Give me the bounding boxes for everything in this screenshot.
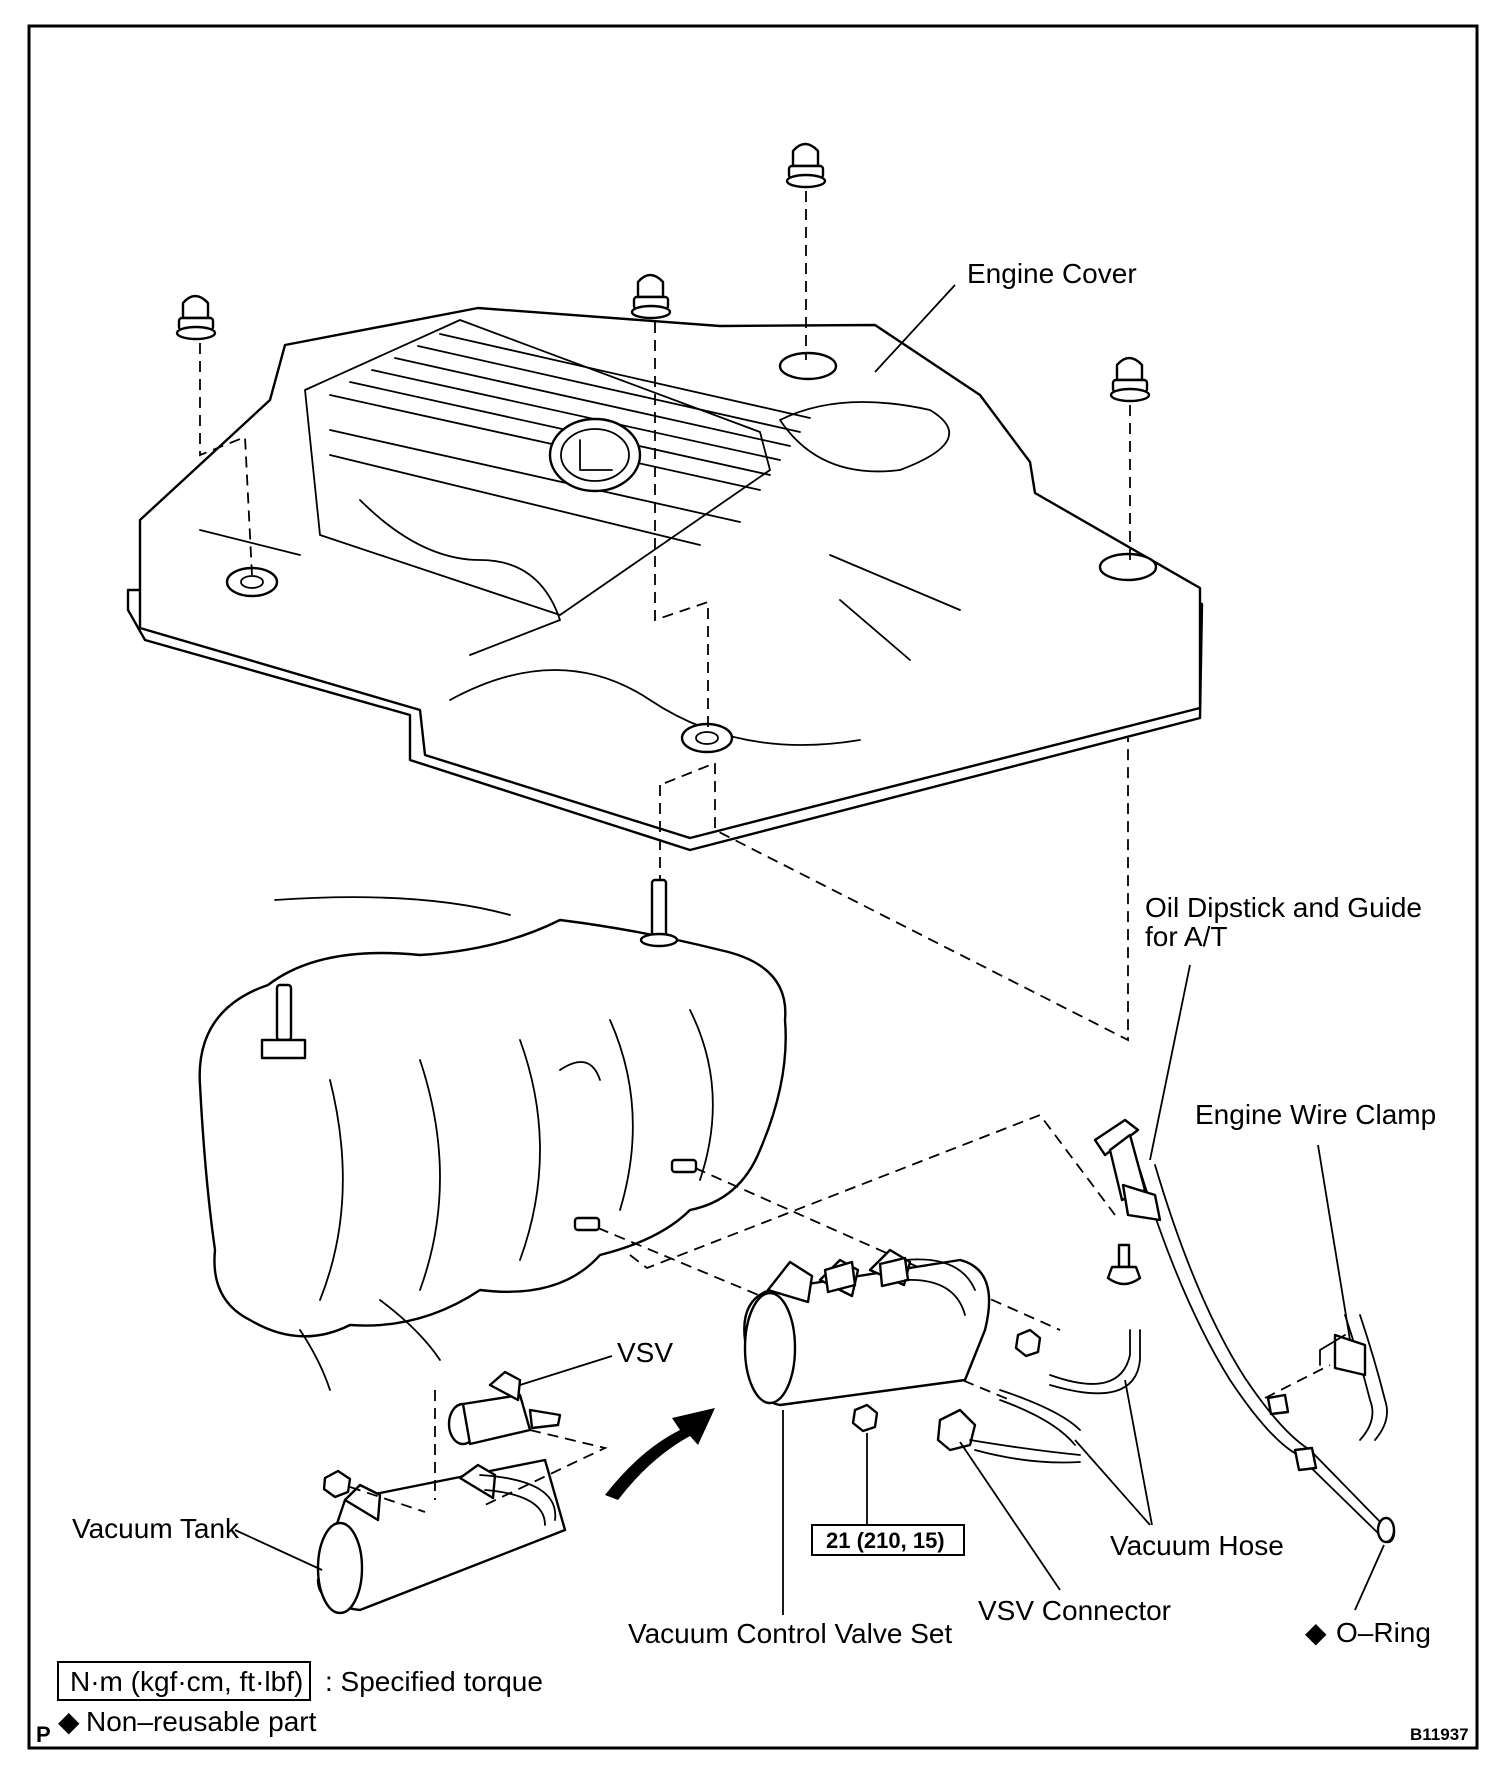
intake-manifold: [198, 878, 787, 1391]
leader-vacuum-hose-a: [1074, 1439, 1151, 1526]
o-ring-icon: [1376, 1516, 1396, 1544]
leader-vacuum-tank: [234, 1529, 323, 1571]
alignment-line-cover-dipstick: [664, 738, 1129, 1042]
alignment-line-manifold-bracket: [629, 1113, 1116, 1270]
legend-torque-description: : Specified torque: [325, 1666, 543, 1697]
leader-oil-dipstick: [1149, 964, 1191, 1161]
label-oil-dipstick-line1: Oil Dipstick and Guide: [1145, 892, 1422, 923]
label-vsv-connector: VSV Connector: [978, 1595, 1171, 1626]
vacuum-tank-bolt-icon: [322, 1469, 426, 1513]
alignment-line-center-nut: [654, 322, 709, 730]
cap-nut-left-icon: [175, 294, 217, 341]
nut-valve-right-icon: [1014, 1328, 1042, 1358]
legend-torque-unit-box: [57, 1661, 311, 1701]
legend-torque-unit: N·m (kgf·cm, ft·lbf): [70, 1666, 303, 1697]
vsv-connector-plug-icon: [936, 1408, 977, 1452]
vacuum-control-valve-set: [743, 1248, 1141, 1464]
oil-dipstick-guide: [1093, 1118, 1396, 1544]
leader-engine-cover: [874, 284, 956, 373]
label-engine-wire-clamp: Engine Wire Clamp: [1195, 1099, 1436, 1130]
leader-o-ring: [1354, 1544, 1385, 1611]
page-marker: P: [36, 1722, 51, 1747]
vacuum-tank: [316, 1458, 567, 1615]
label-vsv: VSV: [617, 1337, 673, 1368]
alignment-line-left-nut: [199, 343, 253, 576]
vsv-part: [434, 1370, 608, 1506]
diagram-frame: [27, 24, 1479, 1750]
cap-nut-center-icon: [630, 273, 672, 320]
label-vacuum-hose: Vacuum Hose: [1110, 1530, 1284, 1561]
torque-box: [811, 1524, 965, 1556]
assembly-arrow-icon: [605, 1408, 715, 1500]
leader-vsv: [519, 1355, 613, 1386]
cap-nut-top-icon: [785, 142, 827, 189]
figure-code: B11937: [1410, 1725, 1469, 1744]
dipstick-bolt-icon: [1106, 1243, 1142, 1286]
label-oil-dipstick-line2: for A/T: [1145, 921, 1227, 952]
o-ring-diamond-icon: ◆: [1305, 1617, 1327, 1648]
label-engine-cover: Engine Cover: [967, 258, 1137, 289]
engine-wire-clamp: [1264, 1314, 1388, 1441]
nut-valve-bottom-icon: [851, 1403, 879, 1433]
leader-vsv-connector: [959, 1441, 1061, 1591]
torque-value: 21 (210, 15): [826, 1528, 945, 1553]
legend-diamond-icon: ◆: [58, 1706, 80, 1737]
engine-cover: [126, 306, 1204, 852]
cap-nut-right-icon: [1109, 356, 1151, 403]
label-vacuum-control-valve-set: Vacuum Control Valve Set: [628, 1618, 952, 1649]
label-vacuum-tank: Vacuum Tank: [72, 1513, 240, 1544]
leader-engine-wire-clamp: [1317, 1144, 1351, 1341]
label-o-ring: O–Ring: [1336, 1617, 1431, 1648]
legend-non-reusable: Non–reusable part: [86, 1706, 317, 1737]
leader-vacuum-hose-b: [1124, 1379, 1153, 1526]
alignment-line-manifold-valve-b: [694, 1167, 1061, 1331]
